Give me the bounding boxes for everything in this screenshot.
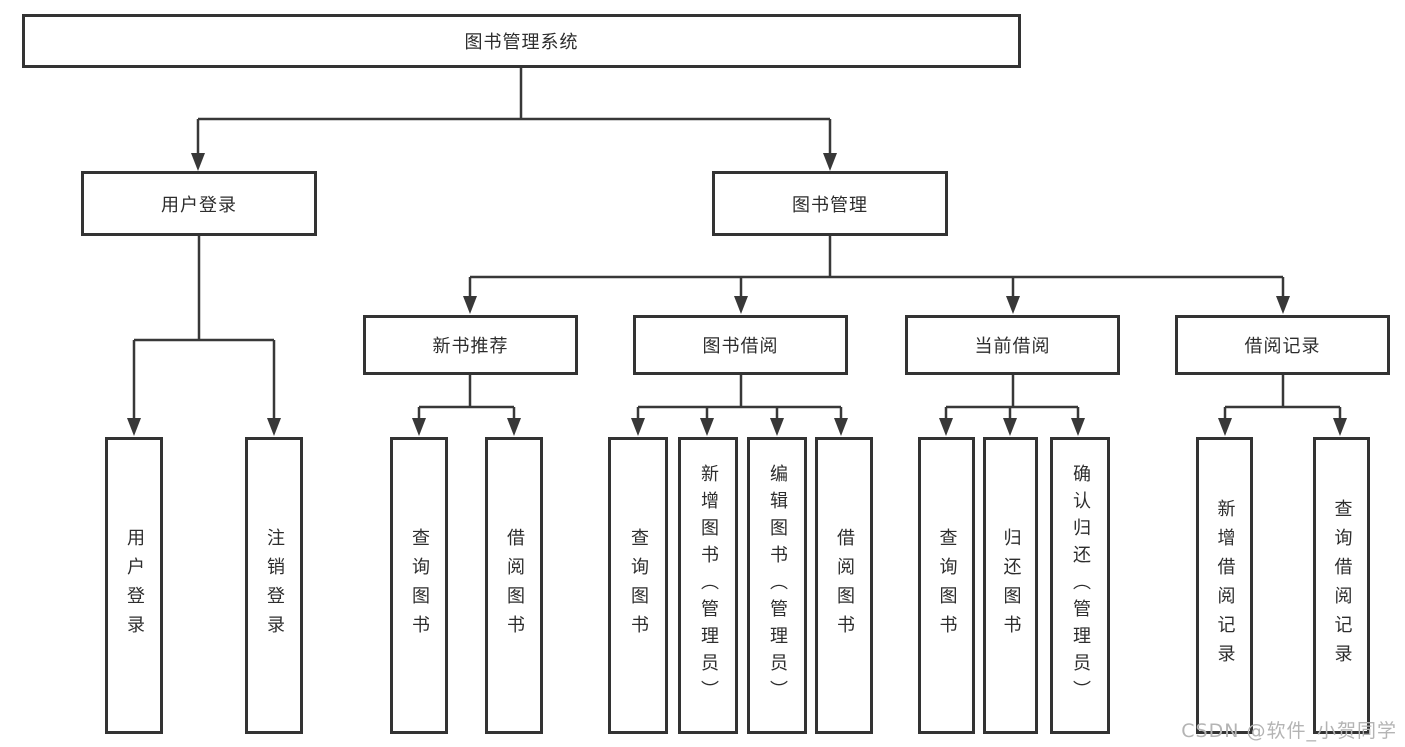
node-label: 确认归还（管理员）: [1070, 464, 1091, 707]
node-label: 查询图书: [936, 527, 958, 644]
node-label: 当前借阅: [974, 336, 1051, 357]
node-label: 图书借阅: [702, 336, 779, 357]
node-borrow-record: 借阅记录: [1175, 315, 1390, 375]
connector-book-management: [468, 236, 1285, 297]
arrowhead: [507, 418, 521, 436]
arrowhead: [191, 153, 205, 171]
node-label: 借阅图书: [834, 527, 855, 644]
arrowhead: [1276, 296, 1290, 314]
leaf-query-book-2: 查询图书: [608, 437, 668, 734]
node-user-login: 用户登录: [81, 171, 317, 236]
node-label: 注销登录: [264, 527, 285, 644]
node-new-book-recommend: 新书推荐: [363, 315, 578, 375]
node-label: 编辑图书（管理员）: [767, 464, 788, 707]
arrowhead: [1003, 418, 1017, 436]
node-current-borrow: 当前借阅: [905, 315, 1120, 375]
csdn-watermark: CSDN @软件_小贺同学: [1181, 720, 1397, 742]
leaf-query-book-1: 查询图书: [390, 437, 448, 734]
leaf-borrow-book-2: 借阅图书: [815, 437, 873, 734]
node-label: 新书推荐: [432, 336, 509, 357]
arrowhead: [939, 418, 953, 436]
arrowhead: [823, 153, 837, 171]
node-label: 用户登录: [124, 527, 145, 644]
node-label: 借阅图书: [504, 527, 525, 644]
arrowhead: [631, 418, 645, 436]
connector-root-to-level2: [196, 68, 832, 154]
leaf-add-book-admin: 新增图书（管理员）: [678, 437, 738, 734]
connector-borrow-record: [1223, 375, 1342, 419]
node-label: 查询图书: [628, 527, 649, 644]
arrowhead: [770, 418, 784, 436]
node-label: 图书管理: [792, 194, 868, 216]
arrowhead: [834, 418, 848, 436]
leaf-query-book-3: 查询图书: [918, 437, 975, 734]
node-label: 借阅记录: [1244, 336, 1321, 357]
leaf-edit-book-admin: 编辑图书（管理员）: [747, 437, 807, 734]
node-label: 查询图书: [409, 527, 430, 644]
node-label: 归还图书: [1000, 527, 1022, 644]
leaf-confirm-return-admin: 确认归还（管理员）: [1050, 437, 1110, 734]
arrowhead: [412, 418, 426, 436]
connector-current-borrow: [944, 375, 1080, 419]
leaf-logout: 注销登录: [245, 437, 303, 734]
arrowhead: [267, 418, 281, 436]
node-label: 新增借阅记录: [1214, 498, 1236, 673]
node-label: 用户登录: [161, 194, 237, 216]
connector-new-book: [417, 375, 516, 419]
node-root-system: 图书管理系统: [22, 14, 1021, 68]
arrowhead: [700, 418, 714, 436]
node-label: 查询借阅记录: [1331, 498, 1353, 673]
connector-user-login: [132, 236, 276, 419]
leaf-user-login: 用户登录: [105, 437, 163, 734]
node-label: 新增图书（管理员）: [698, 464, 719, 707]
arrowhead: [734, 296, 748, 314]
leaf-add-borrow-record: 新增借阅记录: [1196, 437, 1253, 734]
node-book-management: 图书管理: [712, 171, 948, 236]
arrowhead: [127, 418, 141, 436]
leaf-return-book: 归还图书: [983, 437, 1038, 734]
arrowhead: [1218, 418, 1232, 436]
arrowhead: [463, 296, 477, 314]
node-label: 图书管理系统: [464, 32, 579, 53]
leaf-borrow-book-1: 借阅图书: [485, 437, 543, 734]
connector-book-borrow: [636, 375, 843, 419]
node-book-borrow: 图书借阅: [633, 315, 848, 375]
arrowhead: [1071, 418, 1085, 436]
leaf-query-borrow-record: 查询借阅记录: [1313, 437, 1370, 734]
arrowhead: [1006, 296, 1020, 314]
arrowhead: [1333, 418, 1347, 436]
